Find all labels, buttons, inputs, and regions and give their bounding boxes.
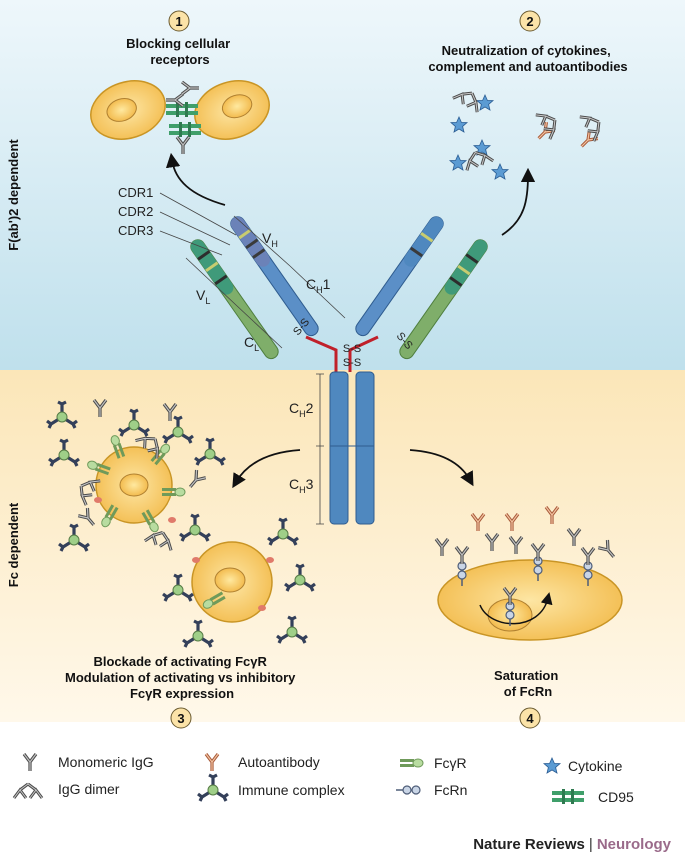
immune-complex-icon [196,773,230,803]
igg-antibody-structure [190,216,488,525]
ss-bond-label-2: S-S [343,357,361,369]
ch3-label: CH3 [289,476,314,495]
svg-text:4: 4 [526,711,534,726]
ss-bond-label-1: S-S [343,343,361,355]
autoantibody-icon [204,752,220,773]
vh-label: VH [262,230,278,249]
svg-text:2: 2 [526,14,533,29]
cdr-labels: CDR1 CDR2 CDR3 [118,185,237,256]
legend: Monomeric IgG Autoantibody FcγR Cytokine… [12,752,634,805]
publisher-name: Nature Reviews [473,836,585,853]
mechanism-3-title: Blockade of activating FcγR Modulation o… [65,654,299,701]
fc-dependent-label: Fc dependent [6,502,21,587]
right-light-chain [399,239,488,360]
cl-label: CL [244,334,259,353]
arrow-to-panel-4 [409,449,474,487]
fc-heavy-chain-right [355,371,375,525]
target-cell-right [194,80,270,140]
mechanism-3-badge: 3 [170,707,192,729]
fab-region-background [0,0,685,370]
monomeric-igg-icon [22,752,38,773]
credit-separator: | [588,836,593,853]
cdr2-label: CDR2 [118,204,153,219]
legend-label-autoantibody: Autoantibody [238,754,320,770]
journal-name: Neurology [596,836,671,853]
fcgr-icon [399,758,424,768]
arrow-to-panel-2 [501,167,536,236]
fcrn-icon [395,785,421,795]
panel-3-fcgr-blockade [45,398,317,649]
mechanism-4-title: Saturation of FcRn [494,668,562,699]
arrow-to-panel-1 [165,152,226,206]
legend-label-fcgr: FcγR [434,755,467,771]
endothelial-cell [437,559,623,641]
legend-label-monomeric-igg: Monomeric IgG [58,754,154,770]
mechanism-4-badge: 4 [519,707,541,729]
vl-label: VL [196,287,210,306]
mechanism-2-title: Neutralization of cytokines, complement … [428,43,627,74]
legend-label-cd95: CD95 [598,789,634,805]
right-heavy-chain [355,216,444,337]
left-heavy-chain [230,216,319,337]
mechanism-2-badge: 2 [519,10,541,32]
left-light-chain [190,239,279,360]
legend-label-fcrn: FcRn [434,782,467,798]
arrow-to-panel-3 [232,449,301,489]
cd95-icon [552,789,584,804]
domain-brackets [185,215,346,525]
panel-1-blocking-receptors [90,80,270,156]
target-cell-left [90,80,166,140]
cdr3-label: CDR3 [118,223,153,238]
svg-text:1: 1 [175,14,182,29]
mechanism-1-title: Blocking cellular receptors [126,36,234,67]
panel-4-fcrn-saturation [434,505,623,641]
legend-label-cytokine: Cytokine [568,758,623,774]
fc-heavy-chain-left [329,371,349,525]
igg-dimer-icon [12,782,44,800]
ch1-label: CH1 [306,276,331,295]
cdr1-label: CDR1 [118,185,153,200]
journal-credit: Nature Reviews|Neurology [473,836,671,853]
mechanism-1-badge: 1 [168,10,190,32]
legend-label-immune-complex: Immune complex [238,782,345,798]
fab-dependent-label: F(ab')2 dependent [6,139,21,251]
legend-label-igg-dimer: IgG dimer [58,781,120,797]
hinge-disulfide-bonds [305,335,379,372]
ch2-label: CH2 [289,400,314,419]
svg-text:3: 3 [177,711,184,726]
cytokine-icon [543,757,561,774]
